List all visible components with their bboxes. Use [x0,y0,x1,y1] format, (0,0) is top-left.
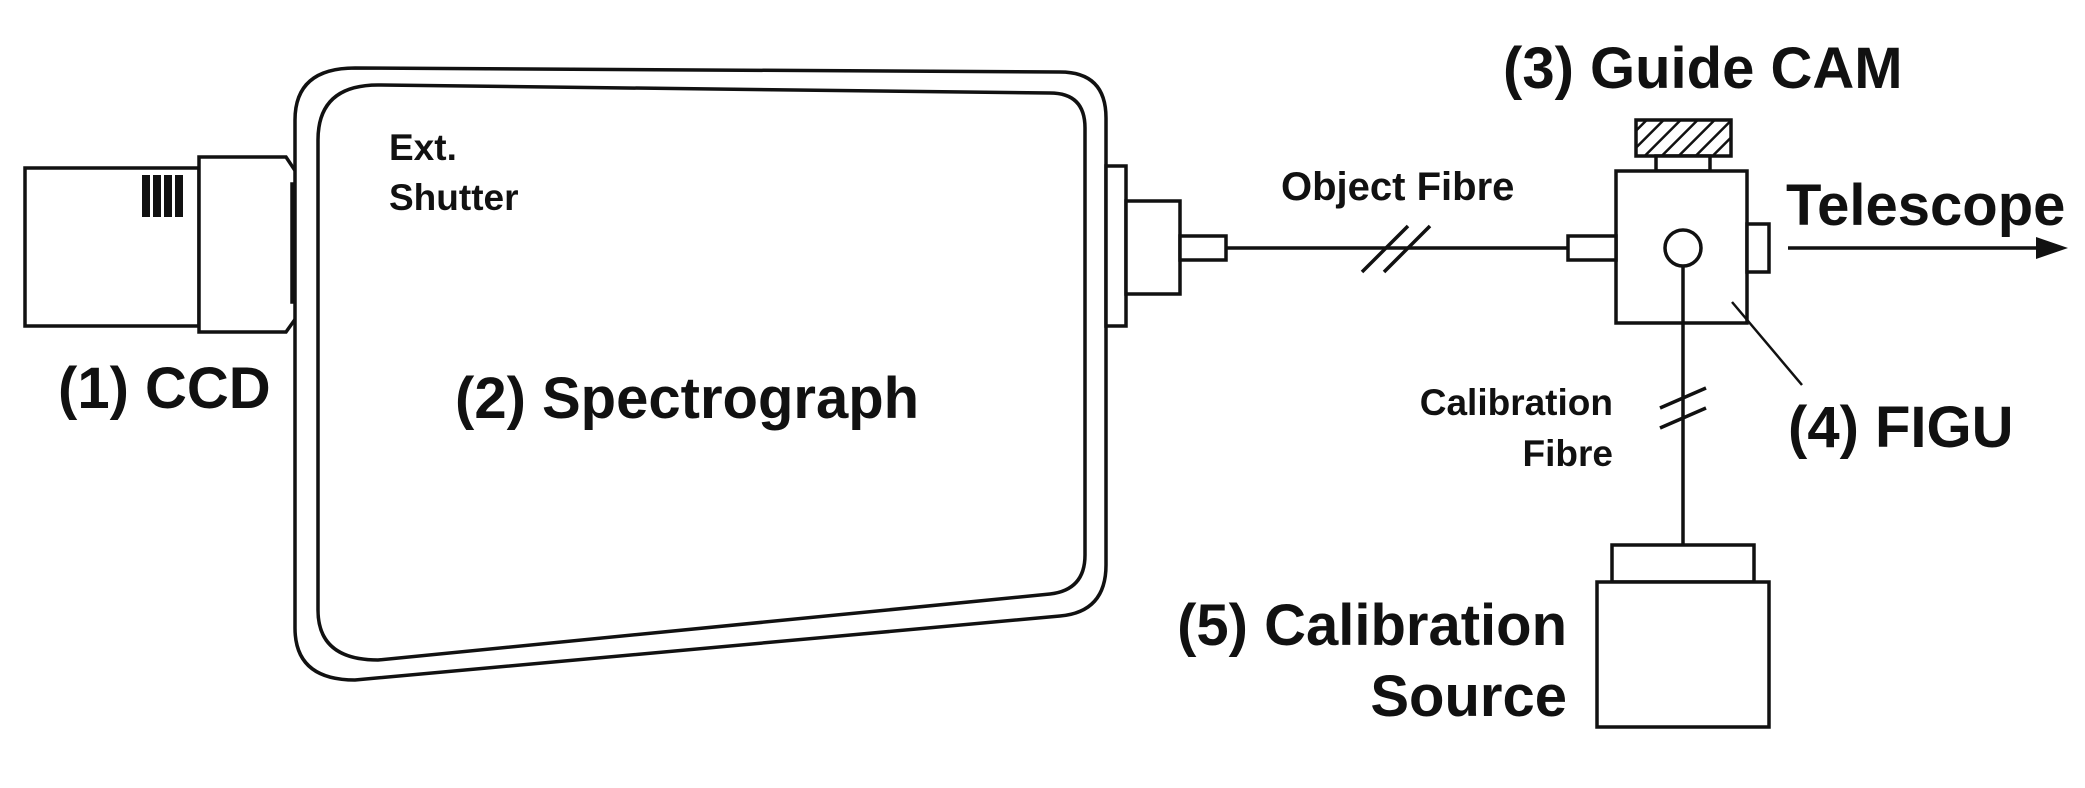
calibration-fibre-label-line1: Calibration [1420,382,1613,423]
ccd-camera [23,155,298,334]
telescope-arrow [1788,237,2068,259]
object-fibre-label: Object Fibre [1281,165,1514,209]
figu-label: (4) FIGU [1788,395,2014,460]
ext-shutter-label-line2: Shutter [389,177,519,218]
spectrograph-label: (2) Spectrograph [455,366,919,431]
ccd-label: (1) CCD [58,356,271,421]
calibration-source-label-line1: (5) Calibration [1177,593,1567,658]
ccd-heatsink-fins [142,175,183,217]
calibration-source-label-line2: Source [1370,664,1567,729]
calibration-fibre [1659,266,1707,545]
spectrograph-fibre-port [1104,164,1228,328]
ext-shutter-label-line1: Ext. [389,127,457,168]
object-fibre [1226,224,1568,274]
telescope-label: Telescope [1786,173,2065,238]
guide-cam-label: (3) Guide CAM [1503,36,1903,101]
calibration-source [1595,543,1771,729]
spectrograph-housing [293,66,1108,682]
calibration-fibre-label-line2: Fibre [1523,433,1613,474]
figu-unit [1566,169,1803,386]
guide-camera [1634,118,1733,173]
